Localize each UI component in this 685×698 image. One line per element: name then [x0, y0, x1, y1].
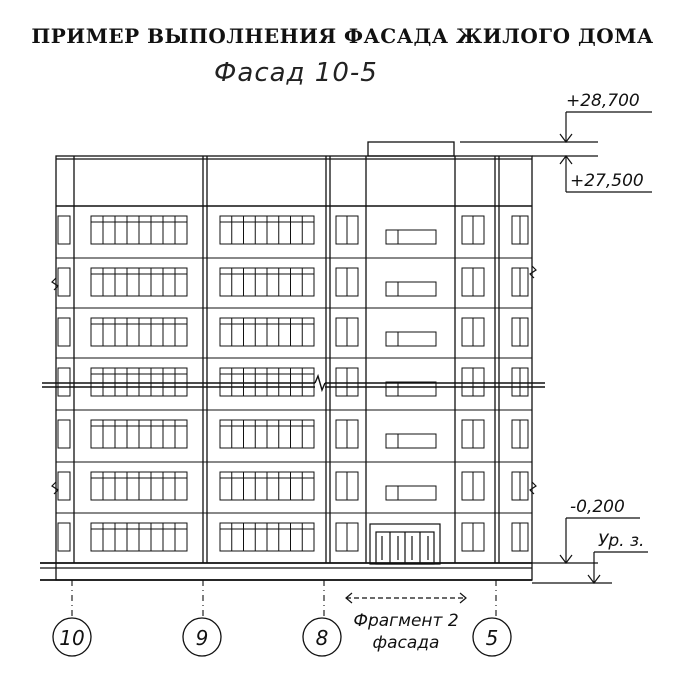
facade-subtitle: Фасад 10-5: [214, 58, 378, 88]
window-stair: [385, 281, 437, 297]
window-stair: [385, 331, 437, 347]
axis-label-5: 5: [486, 626, 499, 650]
window-narrow: [57, 419, 71, 449]
window-stair: [385, 229, 437, 245]
elevation-roof: +27,500: [570, 171, 644, 191]
axis-label-10: 10: [59, 626, 84, 650]
roof-structure: [367, 141, 455, 157]
left-break-mark-2: [51, 481, 59, 495]
entrance-doors: [369, 523, 441, 565]
axis-bubble-10: [52, 617, 92, 657]
window-narrow: [57, 367, 71, 397]
window-narrow: [57, 317, 71, 347]
elevation-top: +28,700: [566, 91, 640, 111]
window-narrow: [57, 267, 71, 297]
window-narrow: [57, 215, 71, 245]
right-break-mark: [529, 265, 537, 279]
drawing-title: ПРИМЕР ВЫПОЛНЕНИЯ ФАСАДА ЖИЛОГО ДОМА: [31, 24, 654, 48]
elevation-ground-level: Ур. з.: [598, 531, 644, 551]
right-break-mark-2: [529, 481, 537, 495]
break-line: [42, 373, 545, 393]
window-stair: [385, 381, 437, 397]
elevation-ground-floor: -0,200: [570, 497, 625, 517]
window-narrow: [57, 522, 71, 552]
window-stair: [385, 485, 437, 501]
window-narrow: [57, 471, 71, 501]
axis-label-8: 8: [316, 626, 329, 650]
fragment-note-line1: Фрагмент 2: [353, 611, 458, 631]
axis-label-9: 9: [196, 626, 209, 650]
axis-bubble-9: [182, 617, 222, 657]
left-break-mark: [51, 277, 59, 291]
fragment-note-line2: фасада: [373, 633, 440, 653]
axis-bubble-8: [302, 617, 342, 657]
axis-bubble-5: [472, 617, 512, 657]
window-stair: [385, 433, 437, 449]
